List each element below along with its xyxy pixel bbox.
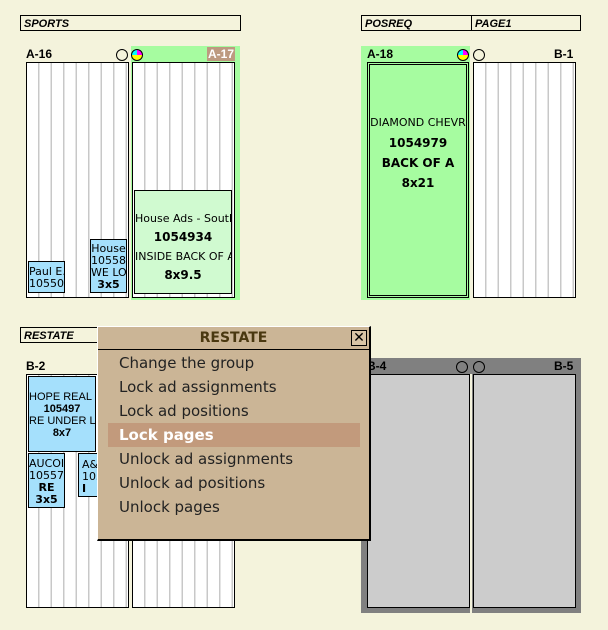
menu-title: RESTATE — [98, 327, 369, 350]
ad-number: 1054979 — [388, 136, 448, 150]
page-status-circle-icon[interactable] — [473, 361, 485, 373]
page-label-b2: B-2 — [26, 359, 46, 373]
ad-number: 105497 — [43, 403, 81, 415]
page-label-b1: B-1 — [554, 47, 574, 61]
ad-desc: RE UNDER L — [29, 415, 96, 427]
ad-desc: BACK OF A — [381, 156, 455, 170]
page-status-circle-icon[interactable] — [456, 361, 468, 373]
ad-desc: INSIDE BACK OF A — [135, 250, 232, 263]
section-header-page1[interactable]: PAGE1 — [471, 15, 581, 31]
section-header-posreq[interactable]: POSREQ — [361, 15, 472, 31]
ad-number: 10550 — [29, 277, 64, 290]
color-page-icon[interactable] — [131, 49, 143, 61]
ad-number: 10557 — [29, 469, 64, 482]
menu-item-change-group[interactable]: Change the group — [119, 354, 255, 372]
page-label-a18: A-18 — [367, 47, 394, 61]
ad-size: 8x9.5 — [164, 268, 202, 282]
menu-item-unlock-ad-assignments[interactable]: Unlock ad assignments — [119, 450, 294, 468]
page-b1[interactable] — [473, 62, 576, 298]
ad-paul[interactable]: Paul E.10550 — [28, 261, 65, 293]
ad-name: A& — [82, 458, 99, 471]
page-divider — [470, 374, 472, 613]
ad-desc: WE LO — [91, 266, 127, 279]
page-label-b5: B-5 — [554, 359, 574, 373]
color-page-icon[interactable] — [457, 49, 469, 61]
ad-name: Paul E. — [29, 265, 65, 278]
section-header-sports[interactable]: SPORTS — [20, 15, 241, 31]
menu-item-lock-pages[interactable]: Lock pages — [108, 423, 360, 447]
menu-item-lock-ad-positions[interactable]: Lock ad positions — [119, 402, 249, 420]
ad-size: 3x5 — [97, 278, 120, 291]
ad-size: 8x7 — [52, 427, 72, 439]
menu-item-unlock-pages[interactable]: Unlock pages — [119, 498, 220, 516]
ad-name: HOPE REAL E — [29, 391, 96, 403]
ad-name: House — [91, 242, 126, 255]
menu-item-unlock-ad-positions[interactable]: Unlock ad positions — [119, 474, 266, 492]
ad-name: House Ads - Southb — [135, 212, 231, 225]
page-status-circle-icon[interactable] — [473, 49, 485, 61]
page-label-a17: A-17 — [207, 47, 236, 61]
ad-desc: RE — [38, 481, 55, 494]
ad-name: DIAMOND CHEVR — [370, 116, 466, 129]
restate-menu: RESTATE ✕ Change the group Lock ad assig… — [97, 326, 371, 541]
page-status-circle-icon[interactable] — [116, 49, 128, 61]
ad-size: 3x5 — [35, 493, 58, 506]
close-icon[interactable]: ✕ — [351, 330, 367, 346]
page-b4[interactable] — [367, 374, 470, 608]
menu-item-lock-ad-assignments[interactable]: Lock ad assignments — [119, 378, 277, 396]
page-label-a16: A-16 — [26, 47, 53, 61]
page-b5[interactable] — [473, 374, 576, 608]
ad-name: AUCOI — [29, 457, 65, 470]
ad-number: 10558 — [91, 254, 126, 267]
ad-desc: I — [82, 482, 87, 495]
ad-number: 1054934 — [153, 230, 213, 244]
page-label-b4: B-4 — [367, 359, 387, 373]
ad-size: 8x21 — [401, 176, 435, 190]
